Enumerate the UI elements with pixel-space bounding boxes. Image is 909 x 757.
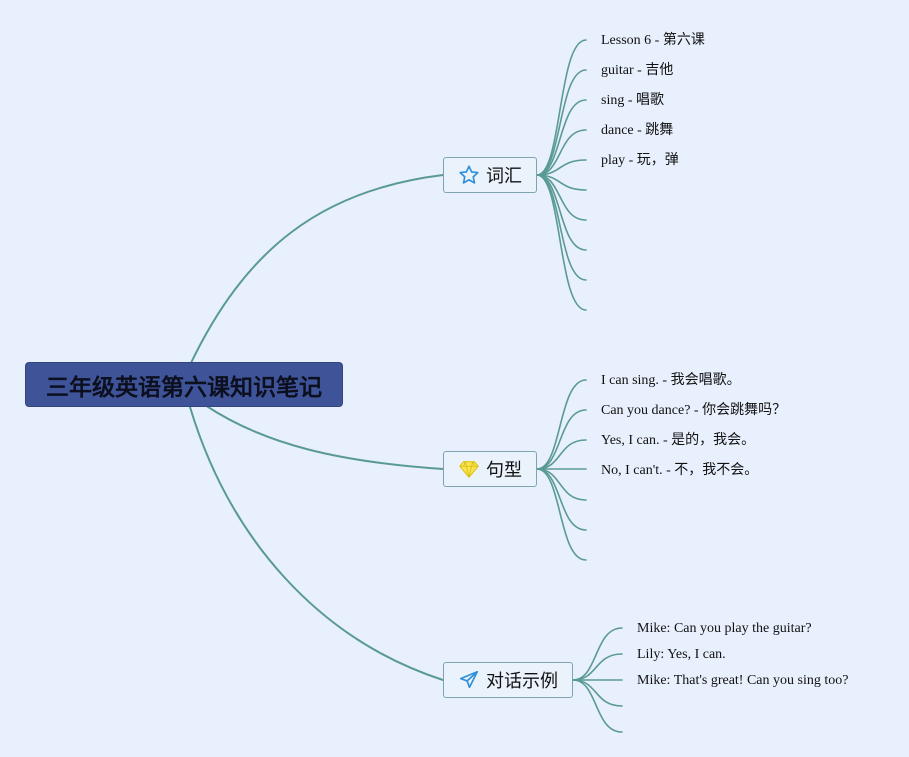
dialogue-line[interactable]: Mike: That's great! Can you sing too? [637,673,849,688]
connector-sentence-3 [536,439,587,470]
connector-sentence-7 [536,468,587,561]
connector-vocab-1 [536,39,587,176]
vocabulary-item[interactable]: Lesson 6 - 第六课 [601,33,705,48]
diamond-icon [458,458,480,480]
vocabulary-item[interactable]: sing - 唱歌 [601,93,664,108]
connector-sentence-1 [536,379,587,470]
connector-vocab-10 [536,174,587,311]
connector-vocab-9 [536,174,587,281]
connector-vocab-4 [536,129,587,176]
vocabulary-item[interactable]: dance - 跳舞 [601,123,674,138]
connector-root-sentence [204,404,444,470]
connector-vocab-8 [536,174,587,251]
sentence-item[interactable]: Can you dance? - 你会跳舞吗？ [601,403,787,418]
branch-dialogue-example-label: 对话示例 [486,671,558,692]
connector-sentence-2 [536,409,587,470]
connector-vocab-2 [536,69,587,176]
sentence-item[interactable]: I can sing. - 我会唱歌。 [601,373,741,388]
branch-vocabulary-label: 词汇 [486,166,522,187]
vocabulary-item[interactable]: play - 玩，弹 [601,153,679,168]
star-icon [458,164,480,186]
sentence-item[interactable]: No, I can't. - 不，我不会。 [601,463,759,478]
connector-vocab-7 [536,174,587,221]
dialogue-line[interactable]: Lily: Yes, I can. [637,647,726,662]
connector-dialogue-5 [572,679,623,733]
connector-dialogue-1 [572,627,623,681]
branch-vocabulary[interactable]: 词汇 [443,157,537,193]
connector-dialogue-2 [572,653,623,681]
connector-root-vocab [189,174,444,366]
connector-root-dialogue [189,406,444,681]
branch-dialogue-example[interactable]: 对话示例 [443,662,573,698]
connector-vocab-3 [536,99,587,176]
dialogue-line[interactable]: Mike: Can you play the guitar? [637,621,812,636]
connector-dialogue-4 [572,679,623,707]
vocabulary-item[interactable]: guitar - 吉他 [601,63,674,78]
paper-plane-icon [458,669,480,691]
branch-sentence-patterns[interactable]: 句型 [443,451,537,487]
connector-sentence-5 [536,468,587,501]
sentence-item[interactable]: Yes, I can. - 是的，我会。 [601,433,756,448]
root-topic[interactable]: 三年级英语第六课知识笔记 [25,362,343,407]
branch-sentence-patterns-label: 句型 [486,460,522,481]
